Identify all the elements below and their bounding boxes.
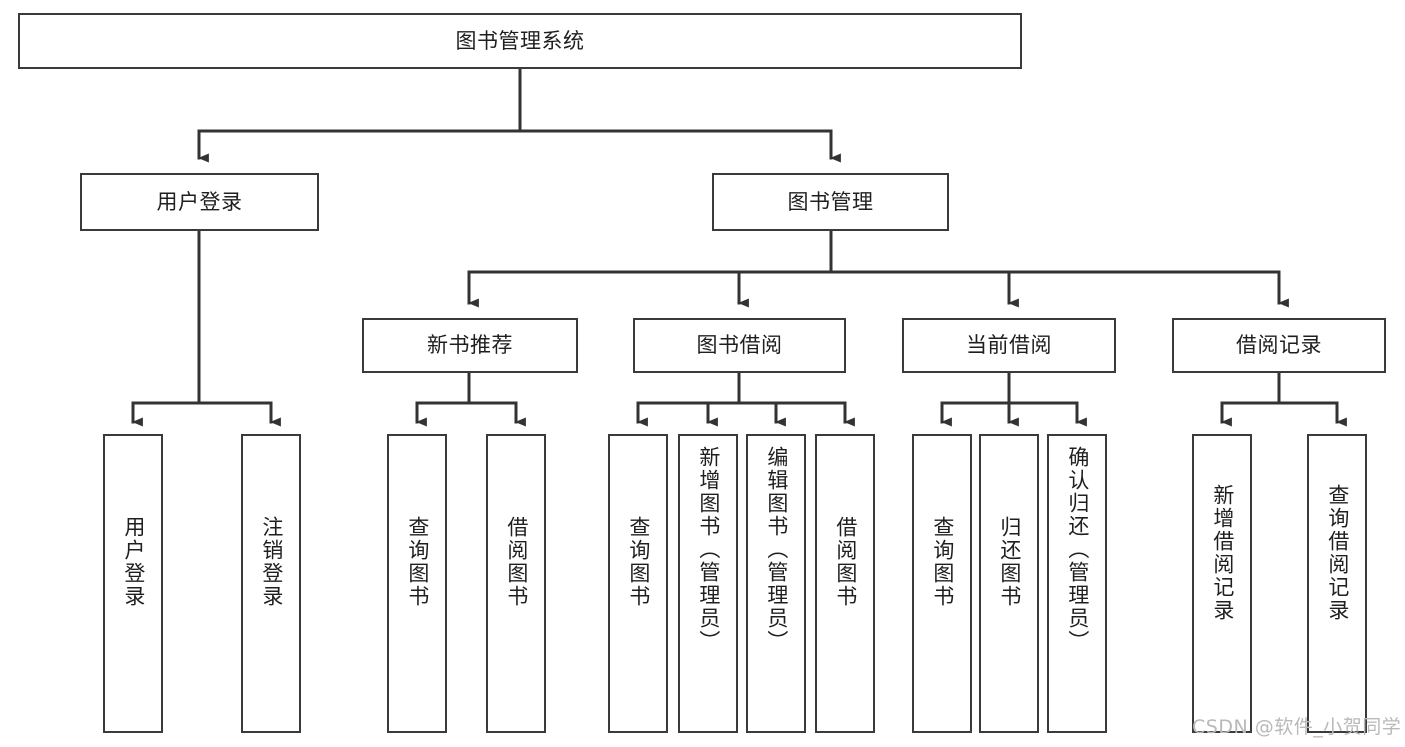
node-label: 用户登录 bbox=[156, 189, 243, 214]
node-leaf-add-borrow-record[interactable]: 新增借阅记录 bbox=[1192, 434, 1252, 733]
node-book-management[interactable]: 图书管理 bbox=[712, 173, 949, 231]
node-leaf-query-book-recommend[interactable]: 查询图书 bbox=[387, 434, 447, 733]
node-current-borrow[interactable]: 当前借阅 bbox=[902, 318, 1116, 373]
node-leaf-borrow-book-recommend[interactable]: 借阅图书 bbox=[486, 434, 546, 733]
node-leaf-user-login[interactable]: 用户登录 bbox=[103, 434, 163, 733]
node-new-book-recommend[interactable]: 新书推荐 bbox=[362, 318, 578, 373]
node-leaf-confirm-return-admin[interactable]: 确认归还（管理员） bbox=[1047, 434, 1107, 733]
node-label: 图书借阅 bbox=[696, 333, 783, 358]
node-label: 查询借阅记录 bbox=[1325, 484, 1350, 622]
node-label: 借阅图书 bbox=[504, 516, 529, 608]
node-leaf-edit-book-admin[interactable]: 编辑图书（管理员） bbox=[746, 434, 806, 733]
node-leaf-logout[interactable]: 注销登录 bbox=[241, 434, 301, 733]
node-leaf-query-book-borrow[interactable]: 查询图书 bbox=[608, 434, 668, 733]
node-label: 新书推荐 bbox=[427, 333, 513, 358]
node-label: 编辑图书（管理员） bbox=[764, 446, 789, 653]
node-borrow-record[interactable]: 借阅记录 bbox=[1172, 318, 1386, 373]
node-label: 查询图书 bbox=[405, 516, 430, 608]
node-leaf-query-borrow-record[interactable]: 查询借阅记录 bbox=[1307, 434, 1367, 733]
node-user-login[interactable]: 用户登录 bbox=[80, 173, 319, 231]
csdn-watermark: CSDN @软件_小贺同学 bbox=[1192, 716, 1402, 738]
node-book-borrow[interactable]: 图书借阅 bbox=[633, 318, 846, 373]
node-label: 新增借阅记录 bbox=[1210, 484, 1235, 622]
node-label: 查询图书 bbox=[930, 516, 955, 608]
node-label: 当前借阅 bbox=[966, 333, 1052, 358]
node-label: 注销登录 bbox=[259, 516, 284, 608]
node-label: 用户登录 bbox=[121, 516, 146, 608]
node-label: 新增图书（管理员） bbox=[696, 446, 721, 653]
node-label: 图书管理系统 bbox=[455, 28, 585, 53]
node-label: 借阅记录 bbox=[1236, 333, 1322, 358]
node-label: 确认归还（管理员） bbox=[1065, 446, 1090, 653]
node-leaf-return-book[interactable]: 归还图书 bbox=[979, 434, 1039, 733]
node-leaf-query-book-current[interactable]: 查询图书 bbox=[912, 434, 972, 733]
node-label: 图书管理 bbox=[787, 189, 874, 214]
node-label: 归还图书 bbox=[997, 516, 1022, 608]
node-root-book-management-system[interactable]: 图书管理系统 bbox=[18, 13, 1022, 69]
node-label: 查询图书 bbox=[626, 516, 651, 608]
node-leaf-borrow-book[interactable]: 借阅图书 bbox=[815, 434, 875, 733]
node-leaf-add-book-admin[interactable]: 新增图书（管理员） bbox=[678, 434, 738, 733]
node-label: 借阅图书 bbox=[833, 516, 858, 608]
